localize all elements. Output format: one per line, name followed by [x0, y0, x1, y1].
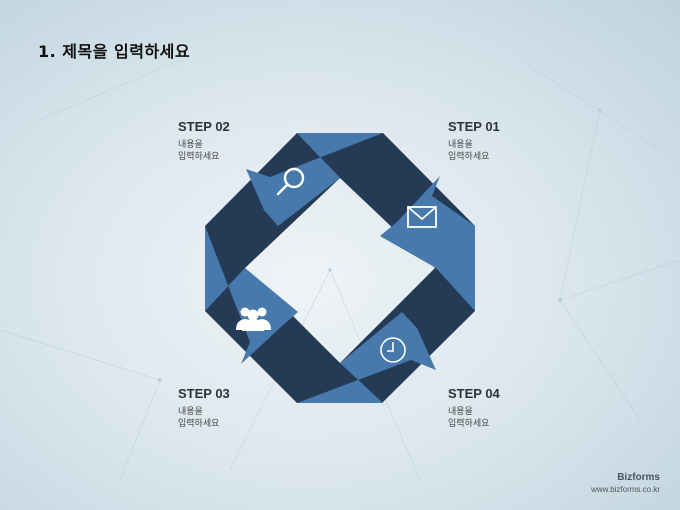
step-02-description: 내용을 입력하세요 — [178, 140, 220, 162]
brand-footer: Bizforms www.bizforms.co.kr — [591, 472, 660, 494]
step-02: STEP 02 내용을 입력하세요 — [178, 119, 298, 163]
step-03-label: STEP 03 — [178, 386, 230, 401]
arrow-step-01 — [380, 176, 475, 311]
brand-name: Bizforms — [617, 472, 660, 483]
step-01-label: STEP 01 — [448, 119, 500, 134]
step-01: STEP 01 내용을 입력하세요 — [448, 119, 568, 163]
brand-url: www.bizforms.co.kr — [591, 485, 660, 494]
search-icon — [276, 167, 305, 196]
step-04-label: STEP 04 — [448, 386, 500, 401]
clock-icon — [380, 337, 406, 363]
arrow-step-03 — [205, 226, 298, 364]
step-04: STEP 04 내용을 입력하세요 — [448, 386, 568, 430]
step-03: STEP 03 내용을 입력하세요 — [178, 386, 298, 430]
page-title: 1. 제목을 입력하세요 — [38, 42, 191, 61]
arrow-step-04 — [297, 312, 436, 403]
step-03-description: 내용을 입력하세요 — [178, 407, 220, 429]
step-01-description: 내용을 입력하세요 — [448, 140, 490, 162]
step-02-label: STEP 02 — [178, 119, 230, 134]
users-icon — [236, 307, 271, 331]
step-04-description: 내용을 입력하세요 — [448, 407, 490, 429]
envelope-icon — [407, 206, 437, 228]
arrow-step-02 — [246, 133, 383, 226]
